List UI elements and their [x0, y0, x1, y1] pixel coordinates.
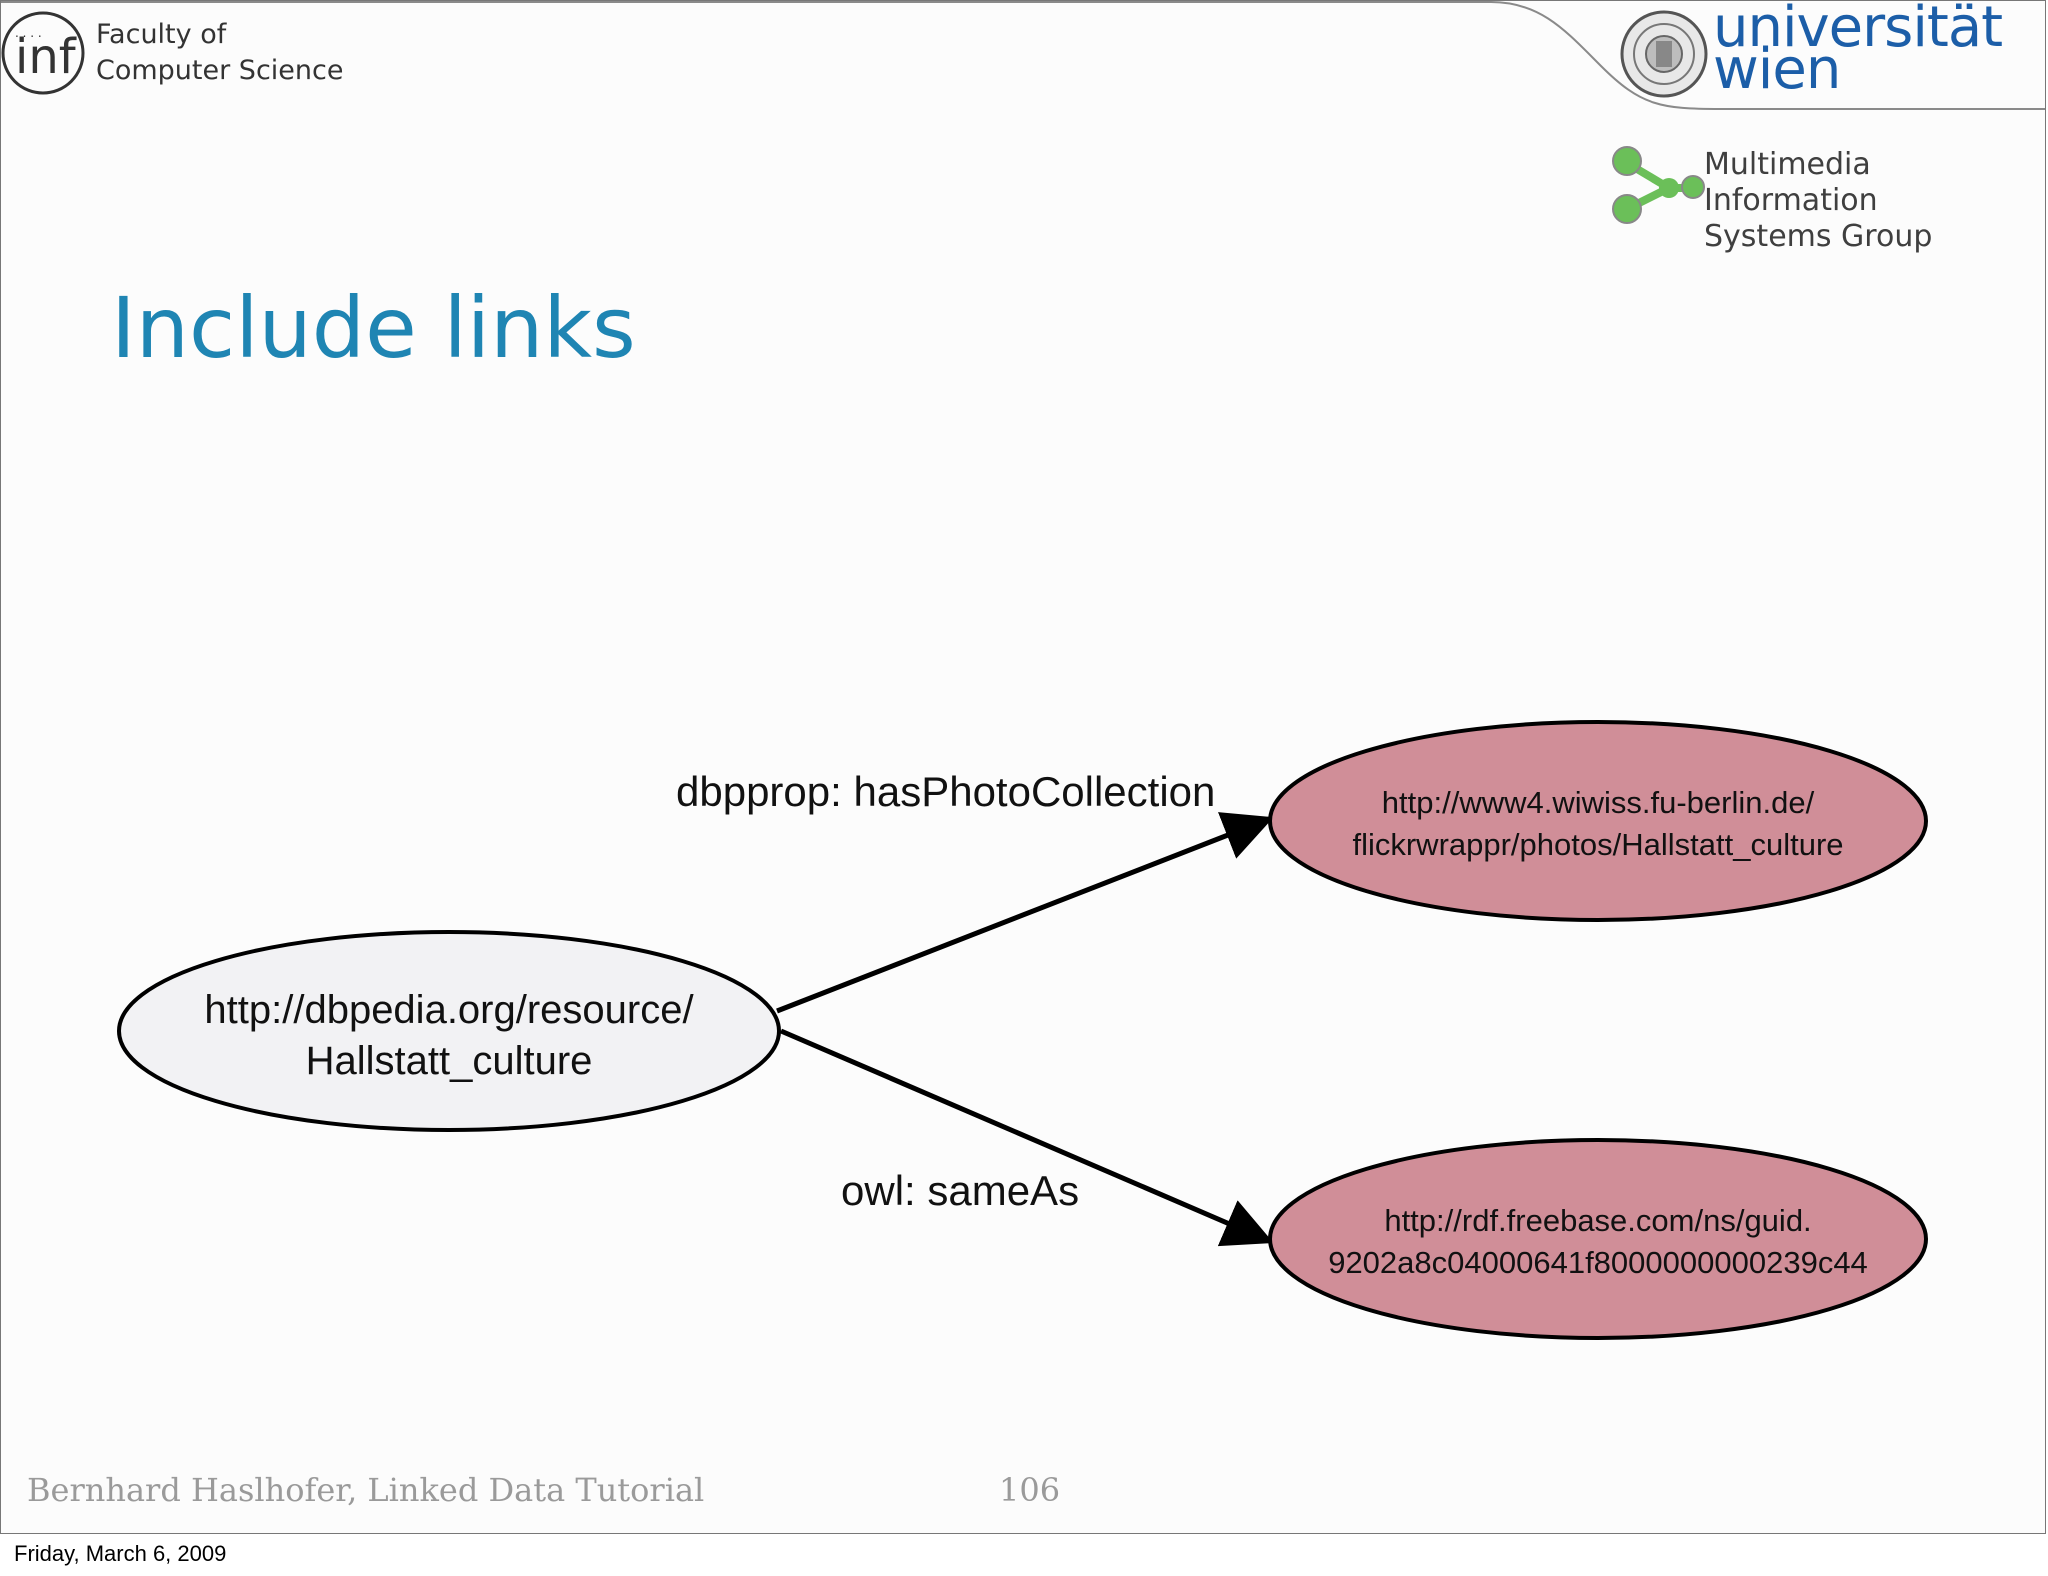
faculty-logo-icon: inf . . . . [1, 11, 85, 95]
header-divider-line [1, 1, 2045, 110]
node-freebase-line-1: http://rdf.freebase.com/ns/guid. [1384, 1203, 1811, 1238]
date-stamp: Friday, March 6, 2009 [14, 1541, 227, 1566]
svg-text:inf: inf [15, 29, 77, 85]
footer-author: Bernhard Haslhofer, Linked Data Tutorial [27, 1471, 705, 1509]
rdf-link-diagram: dbpprop: hasPhotoCollection owl: sameAs … [117, 720, 1928, 1340]
network-logo-icon [1612, 146, 1705, 224]
svg-text:. . . .: . . . . [15, 26, 42, 40]
edge-same-as [780, 1028, 1274, 1247]
header-graphics: inf . . . . [1, 1, 2045, 224]
node-dbpedia-line-1: http://dbpedia.org/resource/ [204, 988, 694, 1032]
faculty-logo-text: Faculty of Computer Science [96, 17, 343, 89]
edge-label-has-photo-collection: dbpprop: hasPhotoCollection [676, 768, 1215, 815]
node-flickr-line-2: flickrwrappr/photos/Hallstatt_culture [1352, 827, 1843, 862]
edge-label-same-as: owl: sameAs [841, 1167, 1079, 1214]
university-logo-text: universität wien [1713, 0, 2003, 102]
node-dbpedia-resource: http://dbpedia.org/resource/ Hallstatt_c… [117, 930, 781, 1132]
university-line-2: wien [1713, 37, 1841, 102]
university-line-1: universität [1713, 0, 2003, 60]
group-logo-text: Multimedia Information Systems Group [1704, 147, 2045, 255]
node-freebase-line-2: 9202a8c04000641f8000000000239c44 [1328, 1245, 1868, 1280]
node-dbpedia-line-2: Hallstatt_culture [306, 1039, 593, 1083]
faculty-line-2: Computer Science [96, 55, 344, 86]
university-seal-icon [1620, 10, 1708, 98]
group-line-2: Systems Group [1704, 219, 1933, 254]
node-freebase-guid: http://rdf.freebase.com/ns/guid. 9202a8c… [1268, 1138, 1928, 1340]
slide: inf . . . . Faculty of Computer Science … [0, 0, 2046, 1534]
edge-has-photo-collection [776, 812, 1274, 1014]
footer-page-number: 106 [999, 1471, 1061, 1509]
node-flickr-photos: http://www4.wiwiss.fu-berlin.de/ flickrw… [1268, 720, 1928, 922]
slide-title: Include links [111, 279, 636, 377]
node-flickr-line-1: http://www4.wiwiss.fu-berlin.de/ [1382, 785, 1815, 820]
faculty-line-1: Faculty of [96, 19, 227, 50]
group-line-1: Multimedia Information [1704, 147, 1878, 218]
